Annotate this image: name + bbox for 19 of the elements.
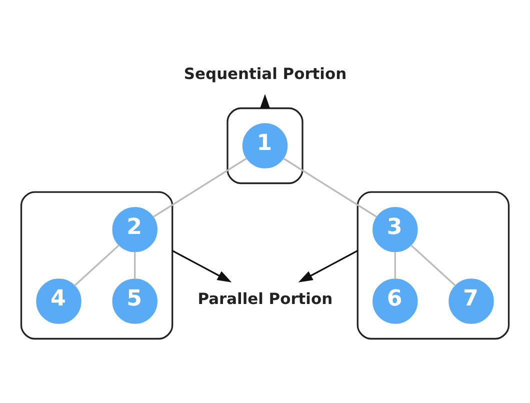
node-circle: 2 (112, 206, 158, 252)
node-circle: 4 (36, 278, 82, 324)
cluster (356, 190, 510, 340)
connector (282, 157, 378, 218)
connector (74, 244, 120, 286)
connector (134, 251, 136, 279)
arrow (298, 249, 358, 282)
node-text: Sequential Portion (184, 64, 347, 83)
node-text: Parallel Portion (198, 290, 333, 308)
connector (410, 244, 456, 286)
arrow (172, 249, 232, 282)
node-circle: 3 (372, 206, 418, 252)
node-circle: 5 (112, 278, 158, 324)
cluster (20, 190, 174, 340)
node-circle: 7 (448, 278, 494, 324)
connector (394, 251, 396, 279)
node-circle: 6 (372, 278, 418, 324)
node-circle: 1 (242, 122, 288, 168)
connector (152, 157, 248, 218)
